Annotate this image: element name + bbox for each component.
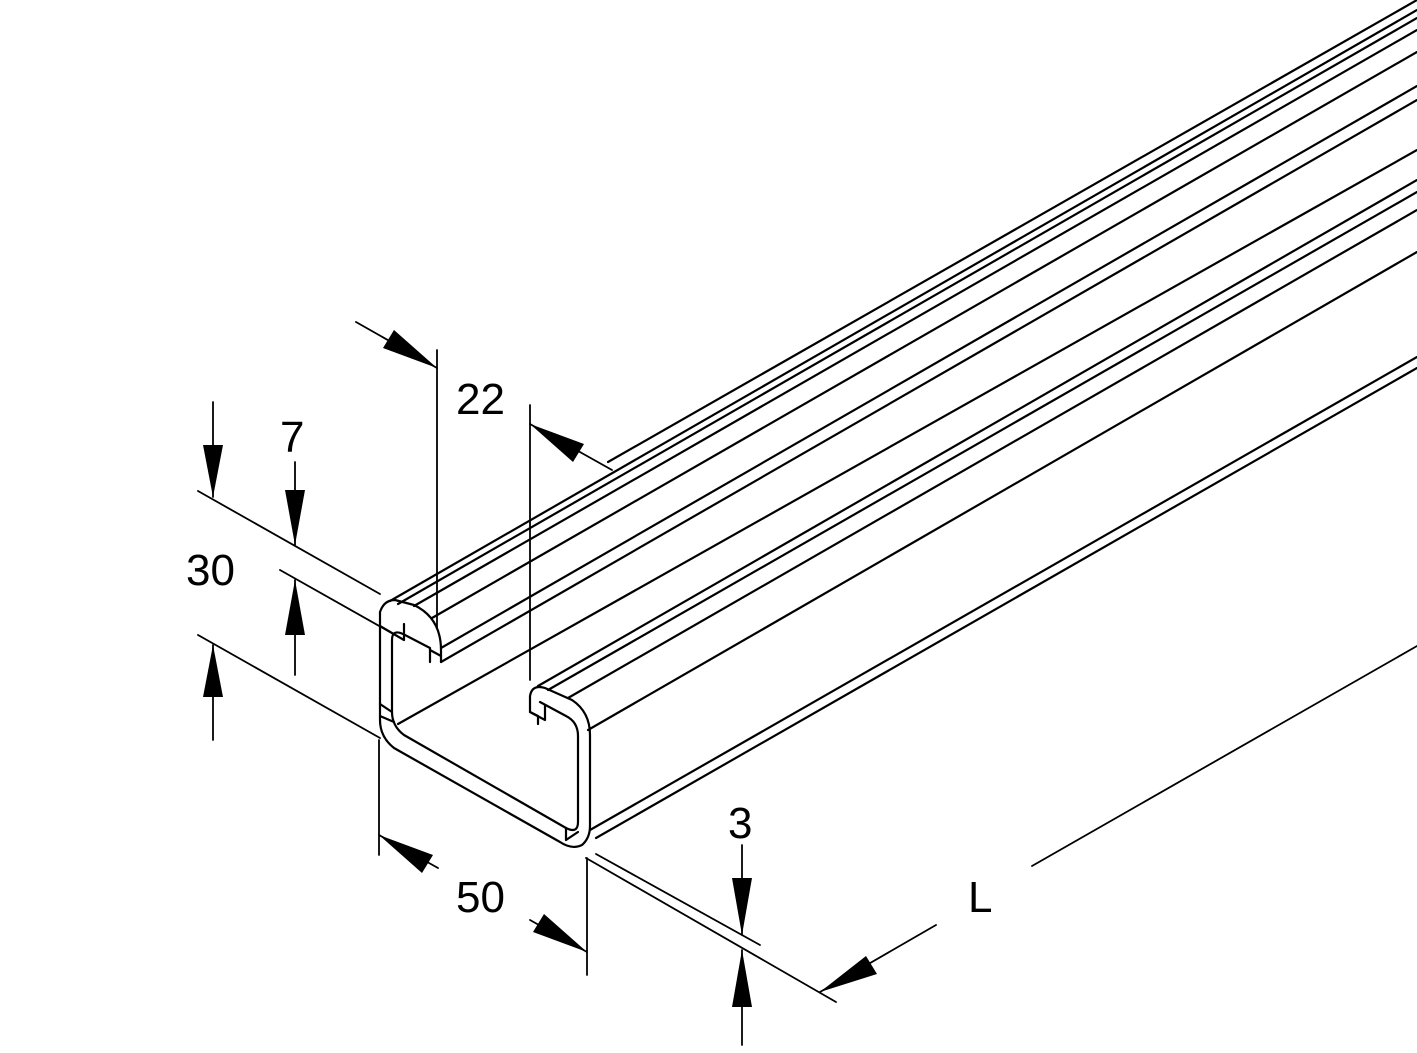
- edge-top-left-5: [439, 84, 1417, 650]
- ext-line-thickness-bottom: [585, 857, 837, 1003]
- edge-top-right-3: [566, 208, 1417, 700]
- dimension-height: 30: [186, 401, 381, 741]
- dimension-thickness: 3: [585, 799, 837, 1046]
- edge-top-left-6: [439, 98, 1417, 664]
- right-lip-block: [528, 703, 547, 722]
- arrow-width-right: [533, 914, 587, 952]
- label-lip-depth: 7: [280, 413, 304, 462]
- arrow-thickness-up: [732, 950, 752, 1007]
- label-slot-width: 22: [456, 375, 505, 424]
- arrow-slot-right: [383, 330, 437, 368]
- edge-outer-bottom-2: [594, 366, 1417, 840]
- label-height: 30: [186, 546, 235, 595]
- arrow-lip-down: [285, 490, 305, 545]
- rail-longitudinal-edges: [388, 0, 1417, 840]
- arrow-slot-left: [530, 424, 584, 462]
- arrow-width-left: [379, 835, 433, 873]
- ext-line-thickness-top: [595, 853, 761, 946]
- left-corner-block: [378, 702, 396, 724]
- dimension-width: 50: [378, 739, 588, 976]
- edge-top-outer-left: [388, 8, 1417, 603]
- arrow-thickness-down: [732, 878, 752, 935]
- edge-top-left-7: [606, 0, 1417, 464]
- dimension-length: L: [819, 645, 1417, 993]
- edge-top-left-4: [430, 50, 1417, 620]
- edge-top-right-2: [546, 190, 1417, 692]
- edge-top-right-1: [536, 178, 1417, 688]
- edge-top-left-3: [412, 28, 1417, 608]
- edge-top-right-4: [586, 250, 1417, 732]
- label-length: L: [968, 873, 992, 922]
- ext-line-height-bottom: [197, 634, 381, 739]
- edge-outer-bottom-1: [588, 355, 1417, 832]
- edge-inner-bottom: [396, 148, 1417, 726]
- edge-top-left-2: [396, 16, 1417, 606]
- bottom-corner-block: [564, 826, 580, 842]
- dimension-lip-depth: 7: [279, 413, 405, 676]
- arrow-length: [820, 956, 877, 992]
- ext-line-lip-bottom: [279, 569, 405, 641]
- arrow-height-up: [203, 645, 223, 697]
- arrow-height-down: [203, 445, 223, 497]
- left-lip-block: [378, 622, 443, 658]
- ext-line-height-top: [197, 490, 381, 595]
- dimension-slot-width: 22: [355, 321, 613, 681]
- ext-line-length-end: [1031, 645, 1417, 867]
- arrow-lip-up: [285, 580, 305, 635]
- label-thickness: 3: [728, 799, 752, 848]
- label-width: 50: [456, 873, 505, 922]
